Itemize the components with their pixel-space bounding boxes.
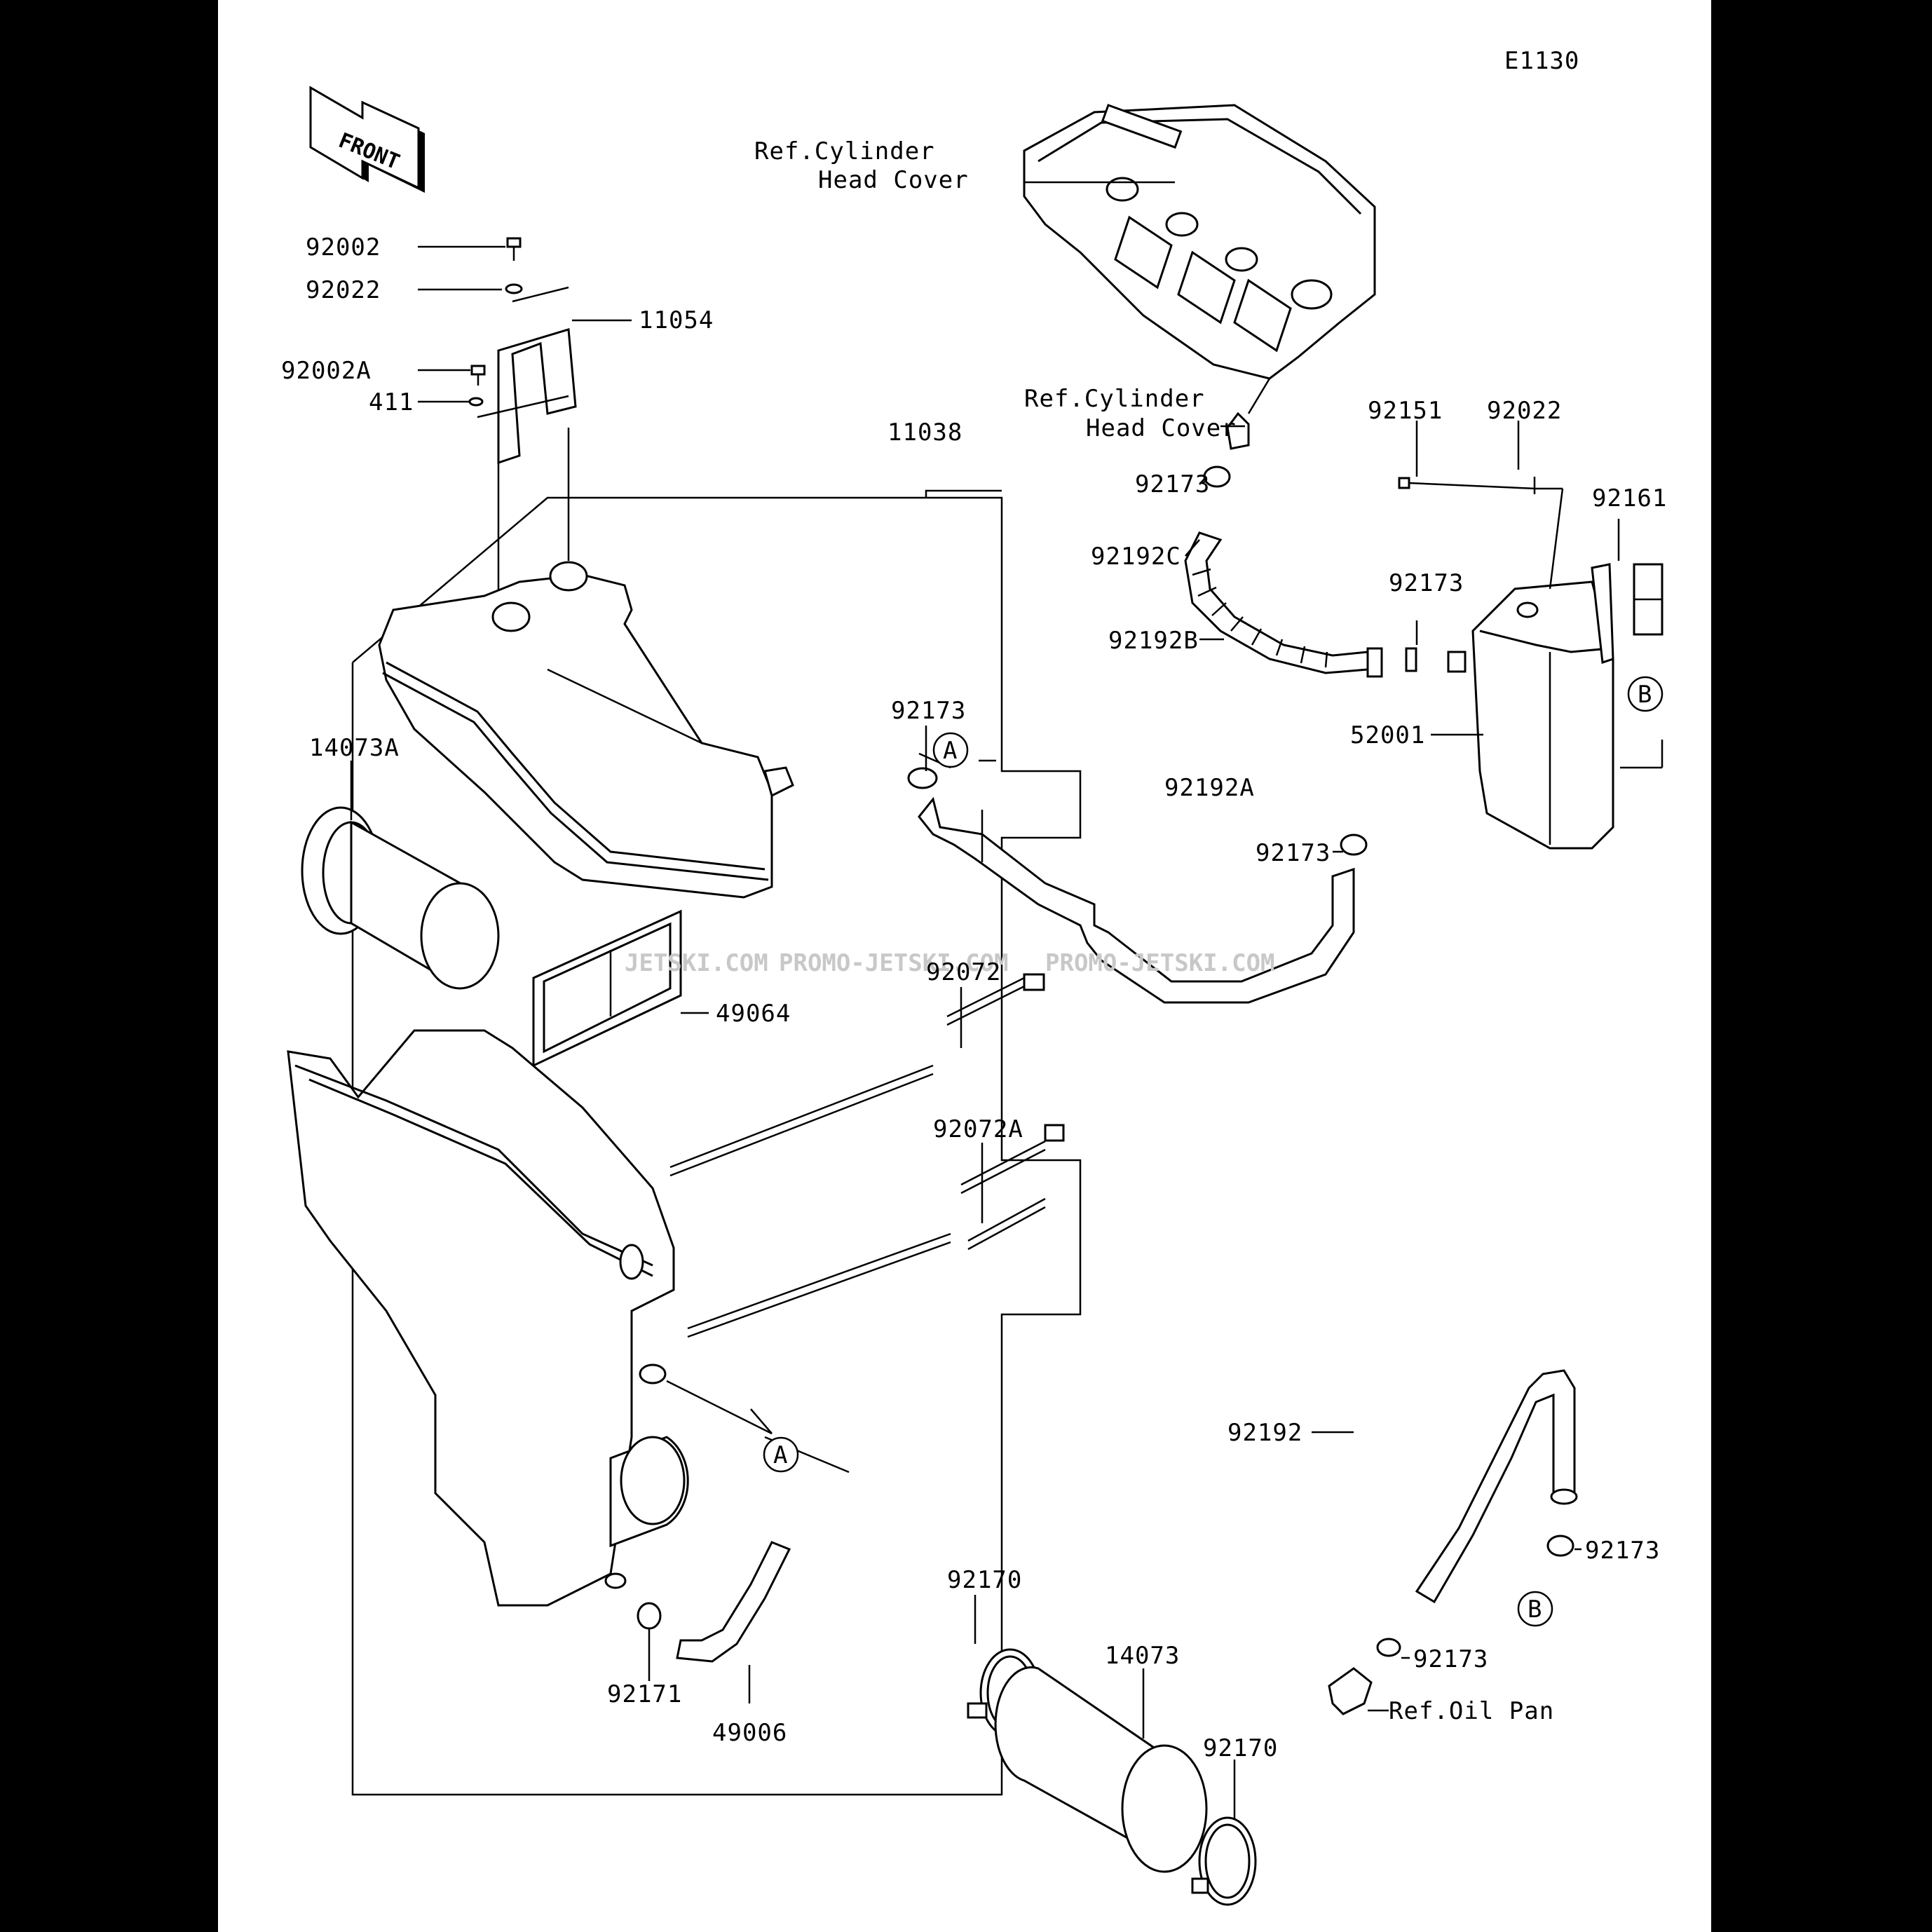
part-411: 411 — [369, 388, 414, 416]
part-92192a: 92192A — [1164, 774, 1255, 802]
hose-92192b-ribs — [1192, 568, 1328, 668]
front-arrow-icon: FRONT — [309, 86, 425, 193]
part-92072a: 92072A — [933, 1115, 1023, 1143]
part-92022-left: 92022 — [306, 276, 381, 304]
part-92173-oil: 92173 — [1413, 1645, 1488, 1673]
marker-b-lower — [1517, 1591, 1553, 1627]
part-92002: 92002 — [306, 233, 381, 261]
cable-tie-92072a — [687, 1124, 1065, 1338]
marker-a-lower-label: A — [773, 1441, 788, 1469]
airbox-case — [287, 1029, 689, 1607]
part-92170-lower: 92170 — [1203, 1734, 1278, 1762]
airbox-cover — [378, 561, 794, 899]
hose-92192a — [918, 796, 1355, 1004]
part-92022-right: 92022 — [1487, 397, 1562, 425]
marker-a-upper-label: A — [943, 737, 958, 765]
bolt-icon — [468, 237, 523, 407]
part-92002a: 92002A — [281, 357, 372, 385]
ref-cyl-head-1-line1: Ref.Cylinder — [754, 137, 935, 165]
clamp-92170-lower — [1191, 1816, 1257, 1906]
marker-a-upper — [932, 732, 969, 768]
plate-49064 — [532, 909, 682, 1068]
cable-tie-92072 — [669, 973, 1045, 1177]
clamp-92173-b — [1546, 1535, 1574, 1557]
clamp-92173-mid — [1405, 647, 1417, 672]
part-92173-b: 92173 — [1585, 1537, 1660, 1565]
hose-92192-end — [1550, 1488, 1578, 1505]
breather-fitting — [1226, 378, 1271, 450]
part-92173-lowtank: 92173 — [1256, 839, 1331, 867]
diagram-code: E1130 — [1504, 47, 1579, 75]
oil-pan-fitting — [1328, 1667, 1373, 1715]
part-52001: 52001 — [1350, 721, 1425, 749]
marker-a-lower — [763, 1436, 799, 1473]
part-92072: 92072 — [926, 958, 1001, 986]
part-14073a: 14073A — [309, 734, 400, 762]
tank-nipple — [1447, 651, 1467, 673]
parts-diagram-sheet: E1130 FRONT — [218, 0, 1711, 1932]
part-92173-mid: 92173 — [1389, 569, 1464, 597]
screw-92151 — [1398, 477, 1564, 590]
air-filter-14073a — [301, 806, 500, 990]
hose-92192b — [1184, 531, 1369, 674]
bracket-11054 — [477, 286, 577, 603]
pipe-14073 — [994, 1666, 1208, 1873]
part-14073: 14073 — [1105, 1642, 1180, 1670]
marker-b-upper — [1627, 676, 1664, 712]
hose-end — [1366, 647, 1383, 678]
oil-separator-52001 — [1471, 563, 1614, 850]
ref-cyl-head-2-line2: Head Cover — [1086, 414, 1237, 442]
hose-49006 — [676, 1541, 791, 1663]
clamp-92173-oil — [1376, 1638, 1401, 1657]
cylinder-head-cover — [1023, 104, 1376, 380]
frame-callout — [925, 489, 1002, 498]
leader-lines — [350, 181, 1664, 1818]
part-92173-a: 92173 — [891, 697, 966, 725]
clamp-92173-a — [907, 767, 938, 789]
clamp-92171 — [637, 1602, 662, 1679]
part-92173-top: 92173 — [1135, 470, 1210, 498]
ref-oil-pan: Ref.Oil Pan — [1389, 1697, 1554, 1725]
clamp-92173-top — [1203, 465, 1231, 488]
part-92192c: 92192C — [1091, 543, 1181, 571]
part-92170-upper: 92170 — [947, 1566, 1022, 1594]
part-92192b: 92192B — [1108, 627, 1199, 655]
part-92151: 92151 — [1368, 397, 1443, 425]
marker-b-upper-label: B — [1638, 681, 1652, 709]
watermark-left: JETSKI.COM — [625, 949, 768, 977]
part-49064: 49064 — [716, 1000, 791, 1028]
ref-cyl-head-2-line1: Ref.Cylinder — [1024, 385, 1205, 413]
marker-b-lower-label: B — [1528, 1596, 1542, 1624]
ref-cyl-head-1-line2: Head Cover — [818, 166, 969, 194]
part-92161: 92161 — [1592, 484, 1667, 512]
part-92171: 92171 — [607, 1680, 682, 1708]
parts-diagram: E1130 FRONT — [281, 47, 1667, 1906]
hose-92192 — [1415, 1369, 1576, 1604]
part-11054: 11054 — [639, 306, 714, 334]
watermark-middle: PROMO-JETSKI.COM — [779, 949, 1009, 977]
clamp-92173-lowtank — [1340, 834, 1368, 856]
part-49006: 49006 — [712, 1719, 787, 1747]
part-11038: 11038 — [887, 419, 962, 447]
watermark-right: PROMO-JETSKI.COM — [1045, 949, 1275, 977]
part-92192: 92192 — [1227, 1419, 1302, 1447]
